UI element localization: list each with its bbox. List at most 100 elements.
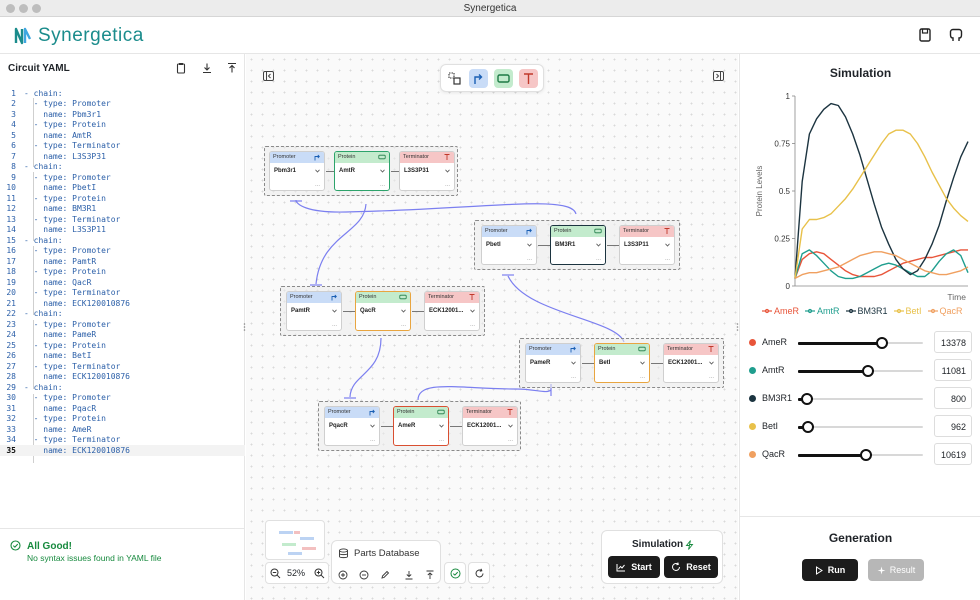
part-menu[interactable]: ...: [444, 182, 450, 188]
part-menu[interactable]: ...: [400, 322, 406, 328]
part-menu[interactable]: ...: [438, 437, 444, 443]
part-protein[interactable]: Protein AmeR ...: [393, 406, 449, 446]
chain-3[interactable]: Promoter PamtR ... Protein QacR ... Term…: [280, 286, 485, 336]
code-line[interactable]: 7 name: L3S3P31: [0, 151, 245, 162]
auto-layout-button[interactable]: [445, 69, 464, 88]
part-menu[interactable]: ...: [379, 182, 385, 188]
legend-item-amtr[interactable]: AmtR: [805, 306, 840, 316]
code-line[interactable]: 11 - type: Protein: [0, 193, 245, 204]
chevron-down-icon[interactable]: [332, 309, 337, 313]
add-protein-button[interactable]: [494, 69, 513, 88]
part-terminator[interactable]: Terminator L3S3P31 ...: [399, 151, 455, 191]
upload-icon[interactable]: [226, 62, 238, 74]
minimap[interactable]: [265, 520, 325, 560]
code-line[interactable]: 30 - type: Promoter: [0, 393, 245, 404]
code-line[interactable]: 18 - type: Protein: [0, 267, 245, 278]
chevron-down-icon[interactable]: [445, 169, 450, 173]
code-line[interactable]: 2 - type: Promoter: [0, 99, 245, 110]
slider-value-input[interactable]: 10619: [934, 443, 972, 465]
clipboard-icon[interactable]: [175, 62, 187, 74]
code-line[interactable]: 34 - type: Terminator: [0, 435, 245, 446]
code-line[interactable]: 8- chain:: [0, 162, 245, 173]
save-icon[interactable]: [917, 27, 933, 43]
part-protein[interactable]: Protein QacR ...: [355, 291, 411, 331]
code-line[interactable]: 31 name: PqacR: [0, 403, 245, 414]
download-icon[interactable]: [404, 570, 414, 580]
part-menu[interactable]: ...: [314, 182, 320, 188]
download-icon[interactable]: [201, 62, 213, 74]
part-promoter[interactable]: Promoter PamtR ...: [286, 291, 342, 331]
slider-thumb[interactable]: [875, 337, 888, 349]
code-line[interactable]: 9 - type: Promoter: [0, 172, 245, 183]
chevron-down-icon[interactable]: [401, 309, 406, 313]
legend-item-amer[interactable]: AmeR: [762, 306, 799, 316]
code-line[interactable]: 4 - type: Protein: [0, 120, 245, 131]
slider-thumb[interactable]: [800, 393, 813, 405]
part-menu[interactable]: ...: [507, 437, 513, 443]
slider-track[interactable]: [798, 421, 923, 433]
part-terminator[interactable]: Terminator ECK12001... ...: [424, 291, 480, 331]
chevron-down-icon[interactable]: [470, 309, 475, 313]
chain-5[interactable]: Promoter PqacR ... Protein AmeR ... Term…: [318, 401, 521, 451]
code-line[interactable]: 27 - type: Terminator: [0, 361, 245, 372]
code-line[interactable]: 23 - type: Promoter: [0, 319, 245, 330]
chevron-down-icon[interactable]: [640, 361, 645, 365]
collapse-right-icon[interactable]: [713, 71, 724, 81]
validate-button[interactable]: [444, 562, 466, 584]
chevron-down-icon[interactable]: [709, 361, 714, 365]
code-line[interactable]: 22- chain:: [0, 309, 245, 320]
part-promoter[interactable]: Promoter PqacR ...: [324, 406, 380, 446]
code-line[interactable]: 20 - type: Terminator: [0, 288, 245, 299]
chevron-down-icon[interactable]: [527, 243, 532, 247]
part-menu[interactable]: ...: [708, 374, 714, 380]
code-line[interactable]: 25 - type: Protein: [0, 340, 245, 351]
code-line[interactable]: 12 name: BM3R1: [0, 204, 245, 215]
refresh-button[interactable]: [468, 562, 490, 584]
part-terminator[interactable]: Terminator L3S3P11 ...: [619, 225, 675, 265]
code-line[interactable]: 21 name: ECK120010876: [0, 298, 245, 309]
chain-4[interactable]: Promoter PameR ... Protein BetI ... Term…: [519, 338, 724, 388]
code-line[interactable]: 14 name: L3S3P11: [0, 225, 245, 236]
code-line[interactable]: 24 name: PameR: [0, 330, 245, 341]
code-line[interactable]: 26 name: BetI: [0, 351, 245, 362]
add-circle-icon[interactable]: [338, 570, 348, 580]
code-line[interactable]: 13 - type: Terminator: [0, 214, 245, 225]
maximize-window-button[interactable]: [32, 4, 41, 13]
chain-1[interactable]: Promoter Pbm3r1 ... Protein AmtR ... Ter…: [264, 146, 458, 196]
add-terminator-button[interactable]: [519, 69, 538, 88]
slider-track[interactable]: [798, 393, 923, 405]
slider-value-input[interactable]: 800: [934, 387, 972, 409]
part-protein[interactable]: Protein BetI ...: [594, 343, 650, 383]
result-button[interactable]: Result: [868, 559, 924, 581]
part-menu[interactable]: ...: [639, 374, 645, 380]
part-protein[interactable]: Protein AmtR ...: [334, 151, 390, 191]
run-button[interactable]: Run: [802, 559, 858, 581]
reset-simulation-button[interactable]: Reset: [664, 556, 718, 578]
part-menu[interactable]: ...: [570, 374, 576, 380]
slider-track[interactable]: [798, 449, 923, 461]
slider-track[interactable]: [798, 365, 923, 377]
part-menu[interactable]: ...: [526, 256, 532, 262]
zoom-out-icon[interactable]: [270, 568, 281, 579]
code-line[interactable]: 1- chain:: [0, 88, 245, 99]
part-menu[interactable]: ...: [664, 256, 670, 262]
minimize-window-button[interactable]: [19, 4, 28, 13]
code-line[interactable]: 28 name: ECK120010876: [0, 372, 245, 383]
part-menu[interactable]: ...: [469, 322, 475, 328]
part-menu[interactable]: ...: [595, 256, 601, 262]
part-promoter[interactable]: Promoter PameR ...: [525, 343, 581, 383]
slider-value-input[interactable]: 962: [934, 415, 972, 437]
slider-value-input[interactable]: 11081: [934, 359, 972, 381]
resize-handle-icon[interactable]: [243, 323, 246, 331]
code-line[interactable]: 19 name: QacR: [0, 277, 245, 288]
legend-item-bm3r1[interactable]: BM3R1: [845, 306, 888, 316]
part-terminator[interactable]: Terminator ECK12001... ...: [462, 406, 518, 446]
chevron-down-icon[interactable]: [596, 243, 601, 247]
resize-handle-icon[interactable]: [736, 323, 739, 331]
code-line[interactable]: 3 name: Pbm3r1: [0, 109, 245, 120]
chevron-down-icon[interactable]: [439, 424, 444, 428]
chevron-down-icon[interactable]: [571, 361, 576, 365]
code-line[interactable]: 32 - type: Protein: [0, 414, 245, 425]
chevron-down-icon[interactable]: [508, 424, 513, 428]
